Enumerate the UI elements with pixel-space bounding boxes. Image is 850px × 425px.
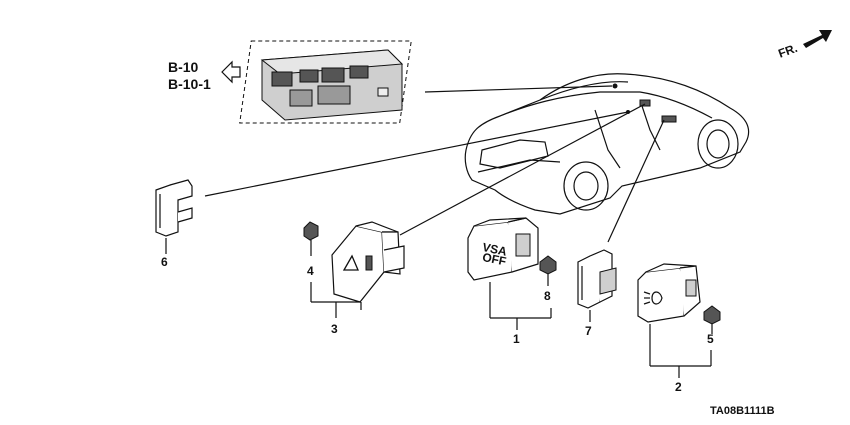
- reference-labels: B-10 B-10-1: [168, 59, 241, 92]
- vehicle-outline: [464, 73, 750, 215]
- part-2-fog-light-switch: [637, 263, 701, 323]
- callout-2: 2: [675, 380, 682, 394]
- callout-8: 8: [544, 289, 551, 303]
- callout-lines: [165, 238, 712, 378]
- part-5-screw: [703, 305, 721, 334]
- overhead-console-detail: [239, 40, 412, 124]
- vsa-text: VSA: [481, 240, 508, 259]
- reference-b10: B-10: [168, 59, 199, 75]
- callout-6: 6: [161, 255, 168, 269]
- callout-1: 1: [513, 332, 520, 346]
- off-text: OFF: [481, 250, 507, 269]
- diagram-code: TA08B1111B: [710, 405, 775, 417]
- front-direction-indicator: FR.: [776, 30, 832, 61]
- fog-light-icon: [643, 291, 663, 305]
- part-6-blank-cover: [155, 179, 193, 237]
- part-4-screw: [303, 221, 319, 256]
- part-7-blank-cover: [577, 249, 617, 309]
- reference-arrow-icon: [221, 60, 241, 84]
- hazard-triangle-icon: [342, 254, 359, 271]
- callout-numbers: 1 2 3 4 5 6 7 8: [161, 255, 714, 394]
- callout-7: 7: [585, 324, 592, 338]
- part-3-hazard-switch: [331, 221, 405, 303]
- front-arrow-icon: [803, 30, 832, 48]
- callout-3: 3: [331, 322, 338, 336]
- leader-lines: [204, 85, 665, 243]
- part-8-screw: [539, 255, 557, 284]
- reference-b10-1: B-10-1: [168, 76, 211, 92]
- callout-4: 4: [307, 264, 314, 278]
- part-1-vsa-off-switch: VSA OFF: [467, 217, 539, 281]
- callout-5: 5: [707, 332, 714, 346]
- front-direction-label: FR.: [776, 41, 799, 61]
